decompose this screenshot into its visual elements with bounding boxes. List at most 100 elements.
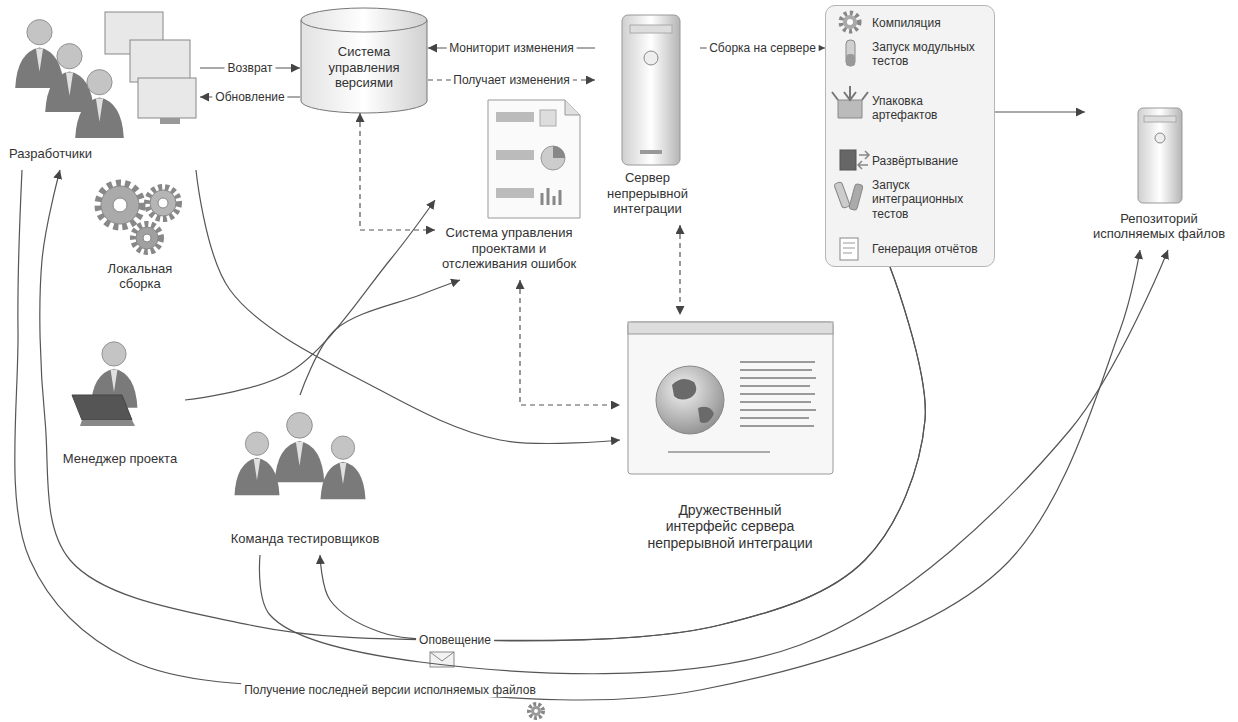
envelope-icon — [430, 652, 454, 661]
build-step-icons — [858, 151, 869, 169]
node-label: Репозиторий исполняемых файлов — [1089, 211, 1229, 242]
build-steps-panel: КомпиляцияЗапуск модульных тестовУпаковк… — [825, 5, 995, 267]
step-label: Развёртывание — [872, 154, 990, 168]
browser-window — [672, 379, 714, 423]
arrow-connector — [300, 280, 460, 395]
step-label: Компиляция — [872, 16, 990, 30]
build-step-icons — [843, 243, 855, 253]
artifact-repository-icon — [1138, 108, 1182, 203]
node-label: Дружественный интерфейс сервера непрерыв… — [643, 502, 818, 552]
step-label: Упаковка артефактов — [872, 94, 990, 123]
gears-icon — [136, 227, 158, 249]
document-icon — [541, 146, 565, 170]
edge-label: Мониторит изменения — [446, 41, 577, 55]
ci-server-icon — [640, 150, 662, 154]
document-icon — [540, 110, 556, 126]
build-step-icons — [841, 13, 859, 31]
vcs-cylinder: Система управления версиями — [300, 8, 428, 113]
gears-icon — [98, 183, 142, 227]
ci-server-icon — [622, 15, 680, 165]
document-icon — [488, 100, 580, 218]
developers-figure — [45, 44, 94, 112]
gears-icon — [101, 186, 139, 224]
manager-figure — [72, 342, 137, 426]
edge-label: Сборка на сервере — [706, 41, 819, 55]
build-step-icons — [847, 19, 853, 25]
dashed-connector — [360, 113, 435, 230]
step-label: Запуск интеграционных тестов — [872, 178, 990, 221]
dashed-connector — [520, 280, 620, 405]
gears-icon — [150, 190, 176, 216]
manager-figure — [80, 420, 135, 426]
build-step-icons — [832, 86, 868, 100]
ci-server-icon — [644, 51, 658, 65]
gears-icon — [98, 183, 179, 252]
node-label: Локальная сборка — [89, 261, 191, 292]
testers-figure — [235, 413, 366, 500]
cylinder-body — [301, 8, 427, 113]
artifact-repository-icon — [1155, 133, 1165, 143]
connectors — [15, 48, 1168, 700]
small-gear-icon — [531, 706, 541, 716]
developers-figure — [130, 40, 190, 82]
build-step-icons — [840, 150, 856, 170]
testers-node: Команда тестировщиков — [225, 395, 385, 555]
node-label: Сервер непрерывной интеграции — [599, 170, 696, 217]
gears-icon — [133, 224, 161, 252]
developers-node: Разработчики — [5, 5, 200, 170]
build-step-icons — [843, 15, 857, 29]
document-icon — [488, 100, 580, 218]
gears-icon — [133, 224, 161, 252]
browser-window — [668, 451, 770, 453]
build-step-icons — [832, 13, 869, 260]
node-label: Менеджер проекта — [63, 451, 177, 467]
developers-figure — [160, 118, 180, 124]
build-step-icons — [846, 40, 855, 66]
gears-icon — [147, 187, 179, 219]
testers-figure — [235, 432, 280, 495]
build-step-icons — [840, 238, 858, 260]
step-label: Запуск модульных тестов — [872, 40, 990, 69]
document-icon — [553, 146, 565, 158]
developers-figure — [138, 78, 196, 118]
document-icon — [565, 100, 580, 115]
cylinder-rim — [301, 20, 427, 32]
dashed-connector — [679, 225, 680, 315]
build-step-icons — [834, 181, 850, 208]
node-label: Разработчики — [9, 146, 92, 162]
document-icon — [542, 188, 560, 205]
build-step-icons — [849, 183, 863, 210]
browser-window — [628, 322, 833, 474]
manager-figure — [72, 395, 132, 420]
developers-figure — [15, 12, 196, 138]
gears-icon — [143, 234, 151, 242]
browser-window — [628, 322, 833, 474]
ci-web-interface-node: Дружественный интерфейс сервера непрерыв… — [620, 315, 840, 560]
small-gear-icon — [534, 709, 538, 713]
testers-figure — [321, 436, 366, 499]
testers-figure — [275, 413, 325, 483]
edge-label: Получение последней версии исполняемых ф… — [241, 683, 539, 697]
project-manager-node: Менеджер проекта — [55, 330, 185, 475]
document-icon — [496, 150, 534, 160]
small-gear-icon — [529, 704, 543, 718]
arrow-connector — [995, 111, 1085, 112]
arrow-connector — [40, 170, 926, 640]
artifact-repository-node: Репозиторий исполняемых файлов — [1085, 100, 1233, 250]
gears-icon — [113, 198, 127, 212]
edge-label: Получает изменения — [450, 73, 572, 87]
arrow-connector — [15, 170, 1140, 700]
build-step-icons — [841, 13, 859, 31]
build-step-icons — [838, 100, 862, 118]
edge-label: Возврат — [225, 61, 276, 75]
local-build-node: Локальная сборка — [85, 175, 195, 300]
artifact-repository-icon — [1138, 108, 1182, 203]
small-gear-icon — [529, 704, 543, 718]
step-label: Генерация отчётов — [872, 242, 990, 256]
edge-label: Оповещение — [416, 633, 494, 647]
document-icon — [496, 188, 534, 198]
developers-figure — [75, 70, 124, 138]
document-icon — [496, 112, 534, 122]
